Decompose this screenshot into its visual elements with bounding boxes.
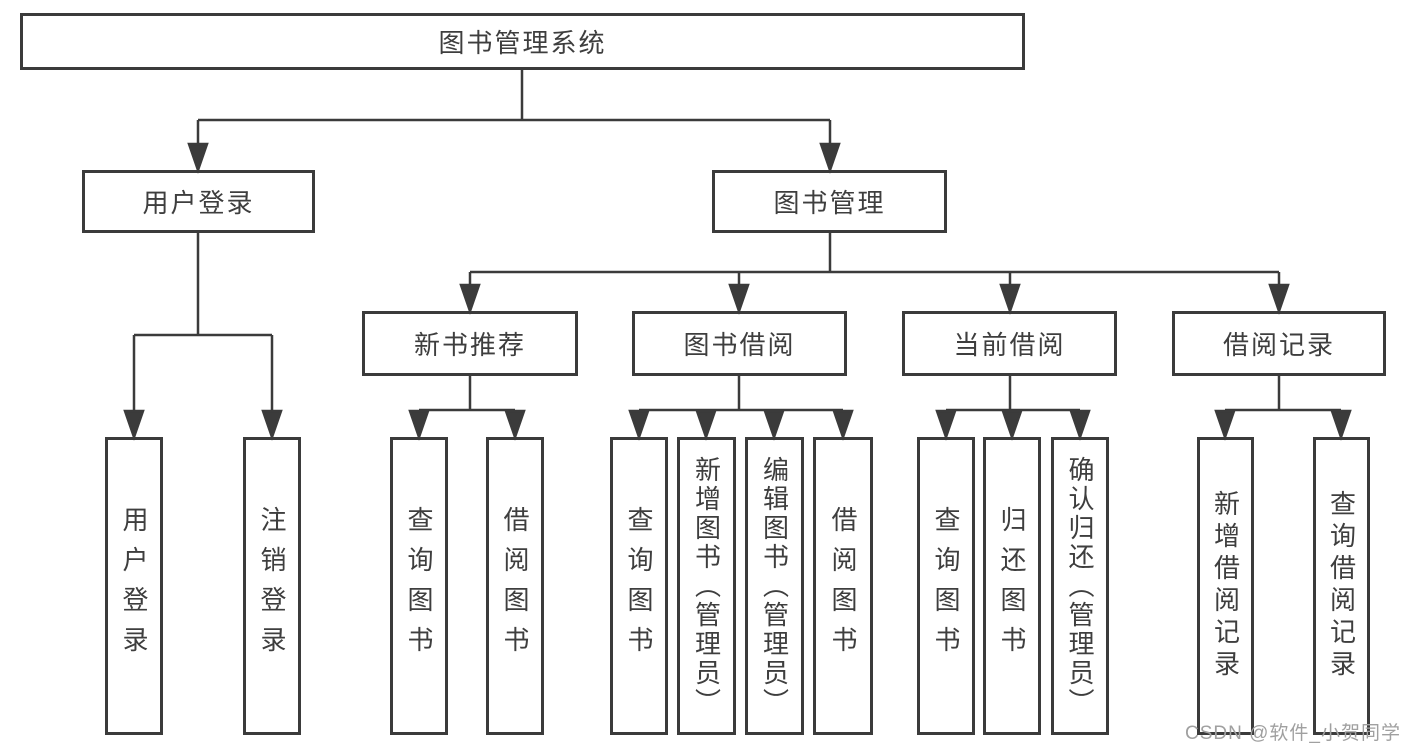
node-label: 查询图书 bbox=[404, 506, 434, 666]
node-label: 图书管理系统 bbox=[438, 28, 607, 58]
node-label: 借阅图书 bbox=[828, 506, 858, 666]
node-label: 当前借阅 bbox=[953, 330, 1066, 360]
leaf-edit-books-admin: 编辑图书（管理员） bbox=[745, 437, 804, 735]
node-label: 查询图书 bbox=[624, 506, 654, 666]
leaf-add-books-admin: 新增图书（管理员） bbox=[677, 437, 736, 735]
node-label: 查询借阅记录 bbox=[1326, 490, 1357, 682]
leaf-query-books-recommend: 查询图书 bbox=[390, 437, 448, 735]
leaf-user-login: 用户登录 bbox=[105, 437, 163, 735]
connector-root-to-level2 bbox=[187, 70, 841, 174]
node-current-borrowing: 当前借阅 bbox=[902, 311, 1117, 376]
node-label: 编辑图书（管理员） bbox=[759, 455, 790, 717]
node-label: 确认归还（管理员） bbox=[1065, 455, 1095, 717]
node-label: 借阅记录 bbox=[1222, 330, 1335, 360]
node-label: 图书管理 bbox=[773, 188, 886, 218]
node-label: 新增借阅记录 bbox=[1210, 490, 1241, 682]
leaf-query-borrow-record: 查询借阅记录 bbox=[1313, 437, 1370, 735]
node-label: 新增图书（管理员） bbox=[691, 455, 722, 717]
leaf-confirm-return-admin: 确认归还（管理员） bbox=[1051, 437, 1109, 735]
node-label: 图书借阅 bbox=[683, 330, 796, 360]
leaf-query-books-current: 查询图书 bbox=[917, 437, 975, 735]
csdn-watermark: CSDN @软件_小贺同学 bbox=[1185, 723, 1401, 744]
node-library-management-system: 图书管理系统 bbox=[20, 13, 1025, 70]
leaf-return-books: 归还图书 bbox=[983, 437, 1041, 735]
connector-bookborrow-to-leaves bbox=[628, 376, 854, 441]
leaf-add-borrow-record: 新增借阅记录 bbox=[1197, 437, 1254, 735]
node-borrowing-records: 借阅记录 bbox=[1172, 311, 1386, 376]
node-label: 借阅图书 bbox=[500, 506, 530, 666]
leaf-borrow-books-borrowing: 借阅图书 bbox=[813, 437, 873, 735]
node-label: 查询图书 bbox=[931, 506, 961, 666]
connector-userlogin-to-leaves bbox=[123, 233, 283, 441]
node-label: 归还图书 bbox=[997, 506, 1027, 666]
node-label: 用户登录 bbox=[119, 506, 149, 666]
node-new-book-recommend: 新书推荐 bbox=[362, 311, 578, 376]
connector-newbook-to-leaves bbox=[408, 376, 526, 441]
node-book-management: 图书管理 bbox=[712, 170, 947, 233]
leaf-logout-login: 注销登录 bbox=[243, 437, 301, 735]
node-label: 注销登录 bbox=[257, 506, 287, 666]
node-label: 新书推荐 bbox=[413, 330, 526, 360]
node-book-borrowing: 图书借阅 bbox=[632, 311, 847, 376]
connector-records-to-leaves bbox=[1214, 376, 1352, 441]
leaf-borrow-books-recommend: 借阅图书 bbox=[486, 437, 544, 735]
connector-bookmgmt-to-level3 bbox=[459, 233, 1290, 315]
connector-currentborrow-to-leaves bbox=[935, 376, 1091, 441]
node-user-login: 用户登录 bbox=[82, 170, 315, 233]
node-label: 用户登录 bbox=[142, 188, 255, 218]
leaf-query-books-borrowing: 查询图书 bbox=[610, 437, 668, 735]
